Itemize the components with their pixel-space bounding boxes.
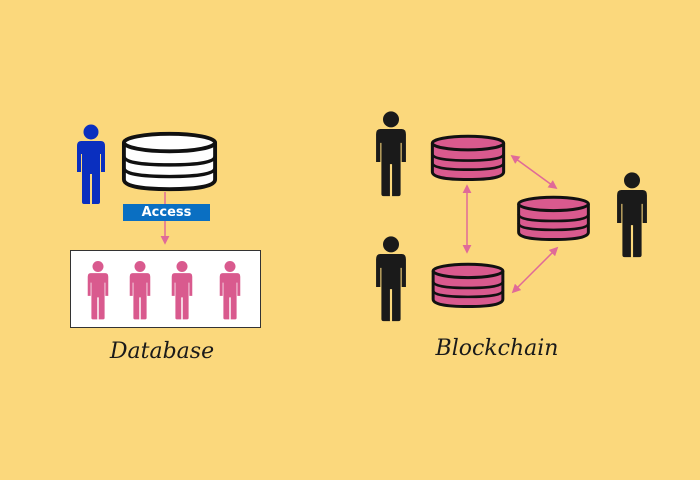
admin-person-icon	[77, 124, 105, 204]
ledger-database-icon	[431, 262, 505, 308]
central-database-icon	[121, 131, 218, 192]
node-person-icon	[617, 172, 647, 258]
ledger-database-icon	[516, 195, 591, 241]
node-person-icon	[376, 236, 406, 322]
ledger-database-icon	[430, 134, 506, 181]
sync-arrow	[510, 154, 558, 190]
node-person-icon	[376, 111, 406, 197]
database-caption: Database	[109, 339, 215, 364]
sync-arrow	[511, 246, 559, 294]
blockchain-caption: Blockchain	[435, 336, 559, 361]
access-label: Access	[123, 204, 210, 221]
